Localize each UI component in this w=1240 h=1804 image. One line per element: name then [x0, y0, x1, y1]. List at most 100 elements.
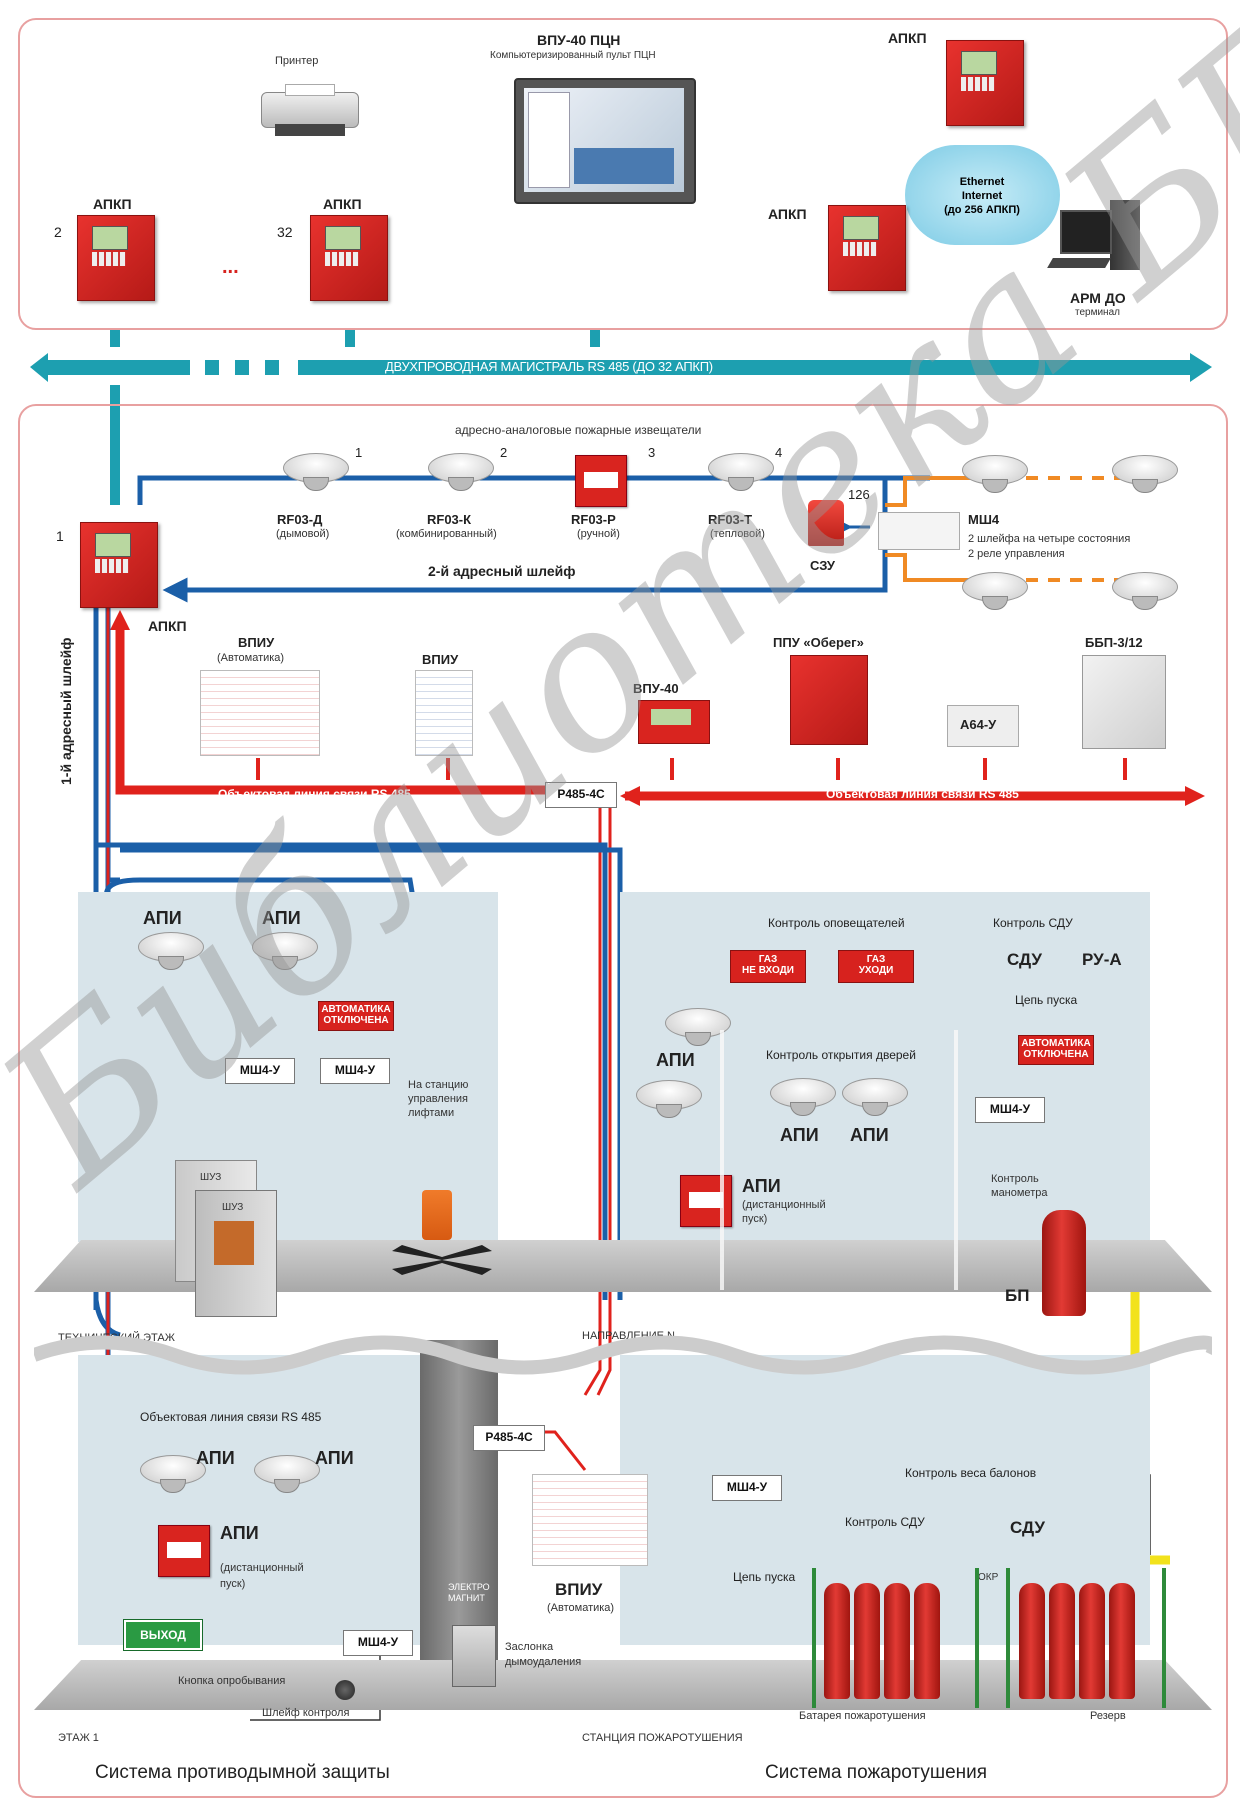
- bbp-label: ББП-3/12: [1085, 635, 1143, 650]
- sdu-label: СДУ: [1007, 950, 1042, 969]
- kontrol-opov-label: Контроль оповещателей: [768, 916, 905, 930]
- apkp-1-number: 1: [56, 528, 64, 544]
- test-button-label: Кнопка опробывания: [178, 1675, 286, 1687]
- dir-api-left: [636, 1080, 702, 1118]
- tech-auto-off-sign: АВТОМАТИКА ОТКЛЮЧЕНА: [318, 1001, 394, 1031]
- vpu40-label: ВПУ-40: [633, 681, 679, 696]
- dir-api-right: [842, 1078, 908, 1116]
- apkp-32-label: АПКП: [323, 196, 362, 212]
- arm-title: АРМ ДО: [1070, 290, 1126, 306]
- apkp-top-right-label: АПКП: [888, 30, 927, 46]
- rs485-bus-label: ДВУХПРОВОДНАЯ МАГИСТРАЛЬ RS 485 (ДО 32 А…: [385, 359, 713, 374]
- detector-2-name: RF03-К: [427, 512, 472, 527]
- msh4-detector-3: [962, 572, 1028, 610]
- detector-rf03t: [708, 453, 774, 491]
- shuz-cabinet-2: [195, 1190, 277, 1317]
- green-frame-left: [812, 1568, 816, 1708]
- f1-msh4u: МШ4-У: [343, 1630, 413, 1656]
- lift-label: На станцию управления лифтами: [408, 1079, 469, 1119]
- shaft: [420, 1340, 498, 1670]
- detector-126-num: 126: [848, 487, 870, 502]
- vpiu-auto-sub: (Автоматика): [217, 652, 285, 664]
- msh4-title: МШ4: [968, 512, 1000, 527]
- dir-api-top-label: АПИ: [656, 1050, 695, 1070]
- green-frame-right: [1162, 1568, 1166, 1708]
- detector-3-num: 3: [648, 445, 656, 460]
- vpiu-panel: [415, 670, 473, 756]
- cloud-label: Ethernet Internet (до 256 АПКП): [944, 176, 1020, 216]
- loop-control-label: Шлейф контроля: [262, 1707, 350, 1719]
- cylinder-reserve: [1015, 1575, 1155, 1700]
- arm-computer-icon: [1047, 200, 1140, 280]
- caption-left: Система противодымной защиты: [95, 1762, 390, 1783]
- detector-rf03d: [283, 453, 349, 491]
- apkp-mid-right-label: АПКП: [768, 206, 807, 222]
- fan-icon: [392, 1190, 492, 1300]
- detector-1-type: (дымовой): [276, 528, 330, 540]
- a64-device: [947, 705, 1019, 747]
- detector-4-name: RF03-Т: [708, 512, 753, 527]
- apkp-2-label: АПКП: [93, 196, 132, 212]
- dir-api-right-label: АПИ: [850, 1125, 889, 1145]
- dir-auto-off-sign: АВТОМАТИКА ОТКЛЮЧЕНА: [1018, 1035, 1094, 1065]
- detector-2-type: (комбинированный): [396, 528, 497, 540]
- msh4-desc2: 2 реле управления: [968, 548, 1065, 560]
- vpiu-title: ВПИУ: [422, 652, 459, 667]
- rs485-line-right: Объектовая линия связи RS 485: [826, 787, 1019, 801]
- f1-manual-call-point: [158, 1525, 210, 1577]
- apkp-2: [77, 215, 155, 301]
- p485-4c-bottom: Р485-4С: [473, 1425, 545, 1451]
- msh4-detector-1: [962, 455, 1028, 493]
- msh4-desc1: 2 шлейфа на четыре состояния: [968, 533, 1131, 545]
- caption-right: Система пожаротушения: [765, 1762, 988, 1783]
- detector-1-name: RF03-Д: [277, 512, 323, 527]
- dir-api-mid-label: АПИ: [780, 1125, 819, 1145]
- printer-icon: [255, 82, 363, 138]
- door-frame: [720, 1030, 958, 1290]
- weight-label: Контроль веса балонов: [905, 1466, 1037, 1480]
- section-break: [34, 1335, 1212, 1375]
- damper-label: Заслонка дымоудаления: [505, 1641, 582, 1668]
- p485-4c-top: Р485-4С: [545, 782, 617, 808]
- apkp-32: [310, 215, 388, 301]
- f1-api-remote-label: АПИ: [220, 1523, 259, 1543]
- green-frame-mid1: [975, 1568, 979, 1708]
- dir-msh4u: МШ4-У: [975, 1097, 1045, 1123]
- bp-extinguisher: [1042, 1210, 1086, 1316]
- shuz-1-label: ШУЗ: [200, 1172, 222, 1183]
- tech-api-2-label: АПИ: [262, 908, 301, 928]
- floor1-obj-line: Объектовая линия связи RS 485: [140, 1410, 322, 1424]
- tech-api-1-label: АПИ: [143, 908, 182, 928]
- dir-api-mid: [770, 1078, 836, 1116]
- bbp-device: [1082, 655, 1166, 749]
- battery-label: Батарея пожаротушения: [799, 1710, 926, 1722]
- reserve-label: Резерв: [1090, 1710, 1126, 1722]
- szu-siren-icon: [808, 500, 844, 546]
- tech-api-1: [138, 932, 204, 970]
- station-tsep-label: Цепь пуска: [733, 1570, 796, 1584]
- magnet-label: ЭЛЕКТРО МАГНИТ: [448, 1582, 490, 1603]
- apkp-top-right: [946, 40, 1024, 126]
- msh4-module: [878, 512, 960, 550]
- msh4-detector-4: [1112, 572, 1178, 610]
- tech-msh4u-2: МШ4-У: [320, 1058, 390, 1084]
- vpiu-bottom-panel: [532, 1474, 648, 1566]
- loop2-label: 2-й адресный шлейф: [428, 563, 576, 579]
- vpu40-device: [638, 700, 710, 744]
- okr-label: ОКР: [978, 1572, 999, 1583]
- detector-2-num: 2: [500, 445, 508, 460]
- vpiu-bottom-title: ВПИУ: [555, 1580, 603, 1599]
- printer-label: Принтер: [275, 55, 319, 67]
- gas-leave-sign: ГАЗ УХОДИ: [838, 950, 914, 983]
- apkp-mid-right: [828, 205, 906, 291]
- f1-api-1-label: АПИ: [196, 1448, 235, 1468]
- object-panel: [18, 404, 1228, 1798]
- apkp-1: [80, 522, 158, 608]
- apkp-2-number: 2: [54, 224, 62, 240]
- station-sdu-label: СДУ: [1010, 1518, 1045, 1537]
- floor1-label: ЭТАЖ 1: [58, 1732, 99, 1744]
- vpu-subtitle: Компьютеризированный пульт ПЦН: [490, 50, 656, 61]
- tech-api-2: [252, 932, 318, 970]
- tsep-label: Цепь пуска: [1015, 993, 1078, 1007]
- vpiu-bottom-sub: (Автоматика): [547, 1602, 615, 1614]
